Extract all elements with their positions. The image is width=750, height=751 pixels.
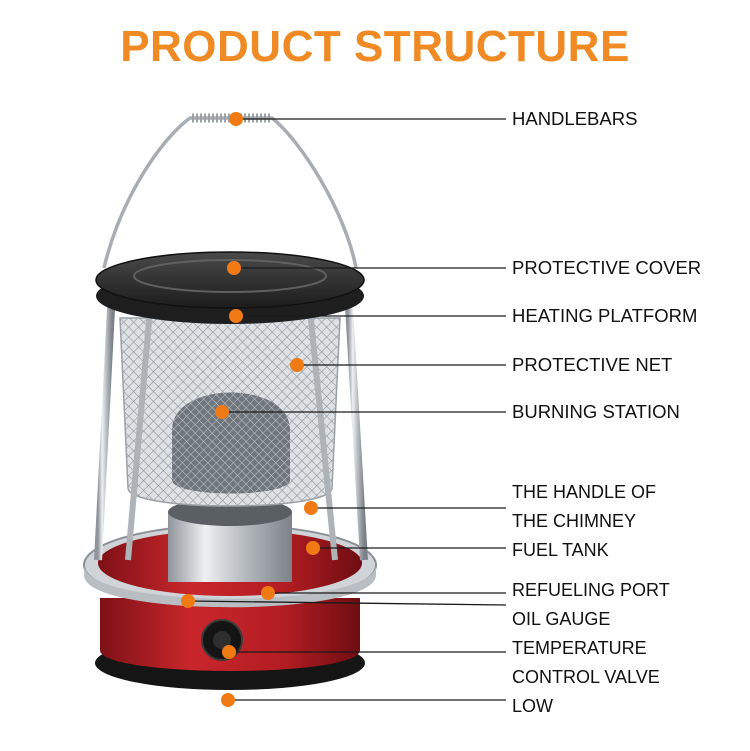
label-refueling-port: REFUELING PORT bbox=[512, 580, 670, 600]
handle-wire bbox=[102, 116, 358, 269]
label-control-valve-line2: CONTROL VALVE bbox=[512, 667, 660, 687]
marker-oil-gauge bbox=[181, 594, 195, 608]
marker-protective-cover bbox=[227, 261, 241, 275]
label-heating-platform: HEATING PLATFORM bbox=[512, 305, 698, 326]
leader-lines bbox=[187, 118, 507, 701]
marker-handlebars bbox=[229, 112, 243, 126]
label-oil-gauge: OIL GAUGE bbox=[512, 609, 611, 629]
label-low: LOW bbox=[512, 696, 554, 716]
frame-leg-mid bbox=[125, 309, 153, 561]
label-burning-station: BURNING STATION bbox=[512, 401, 680, 422]
label-chimney-handle-line2: THE CHIMNEY bbox=[512, 511, 637, 531]
marker-refueling-port bbox=[261, 586, 275, 600]
marker-fuel-tank bbox=[306, 541, 320, 555]
part-markers bbox=[181, 112, 320, 707]
page-title: PRODUCT STRUCTURE bbox=[120, 22, 630, 71]
label-control-valve-line1: TEMPERATURE bbox=[512, 638, 647, 658]
label-handlebars: HANDLEBARS bbox=[512, 108, 638, 129]
label-protective-net: PROTECTIVE NET bbox=[512, 354, 673, 375]
marker-burning-station bbox=[215, 405, 229, 419]
frame-leg-right bbox=[344, 289, 368, 561]
marker-chimney-handle bbox=[304, 501, 318, 515]
marker-low bbox=[221, 693, 235, 707]
marker-control-valve bbox=[222, 645, 236, 659]
label-fuel-tank: FUEL TANK bbox=[512, 540, 609, 560]
label-chimney-handle-line1: THE HANDLE OF bbox=[512, 482, 657, 502]
leader-oil-gauge bbox=[187, 600, 507, 606]
label-protective-cover: PROTECTIVE COVER bbox=[512, 257, 702, 278]
protective-cover bbox=[95, 251, 365, 309]
marker-heating-platform bbox=[229, 309, 243, 323]
frame-leg-left bbox=[94, 289, 116, 561]
marker-protective-net bbox=[290, 358, 304, 372]
burner-chamber bbox=[172, 392, 290, 494]
